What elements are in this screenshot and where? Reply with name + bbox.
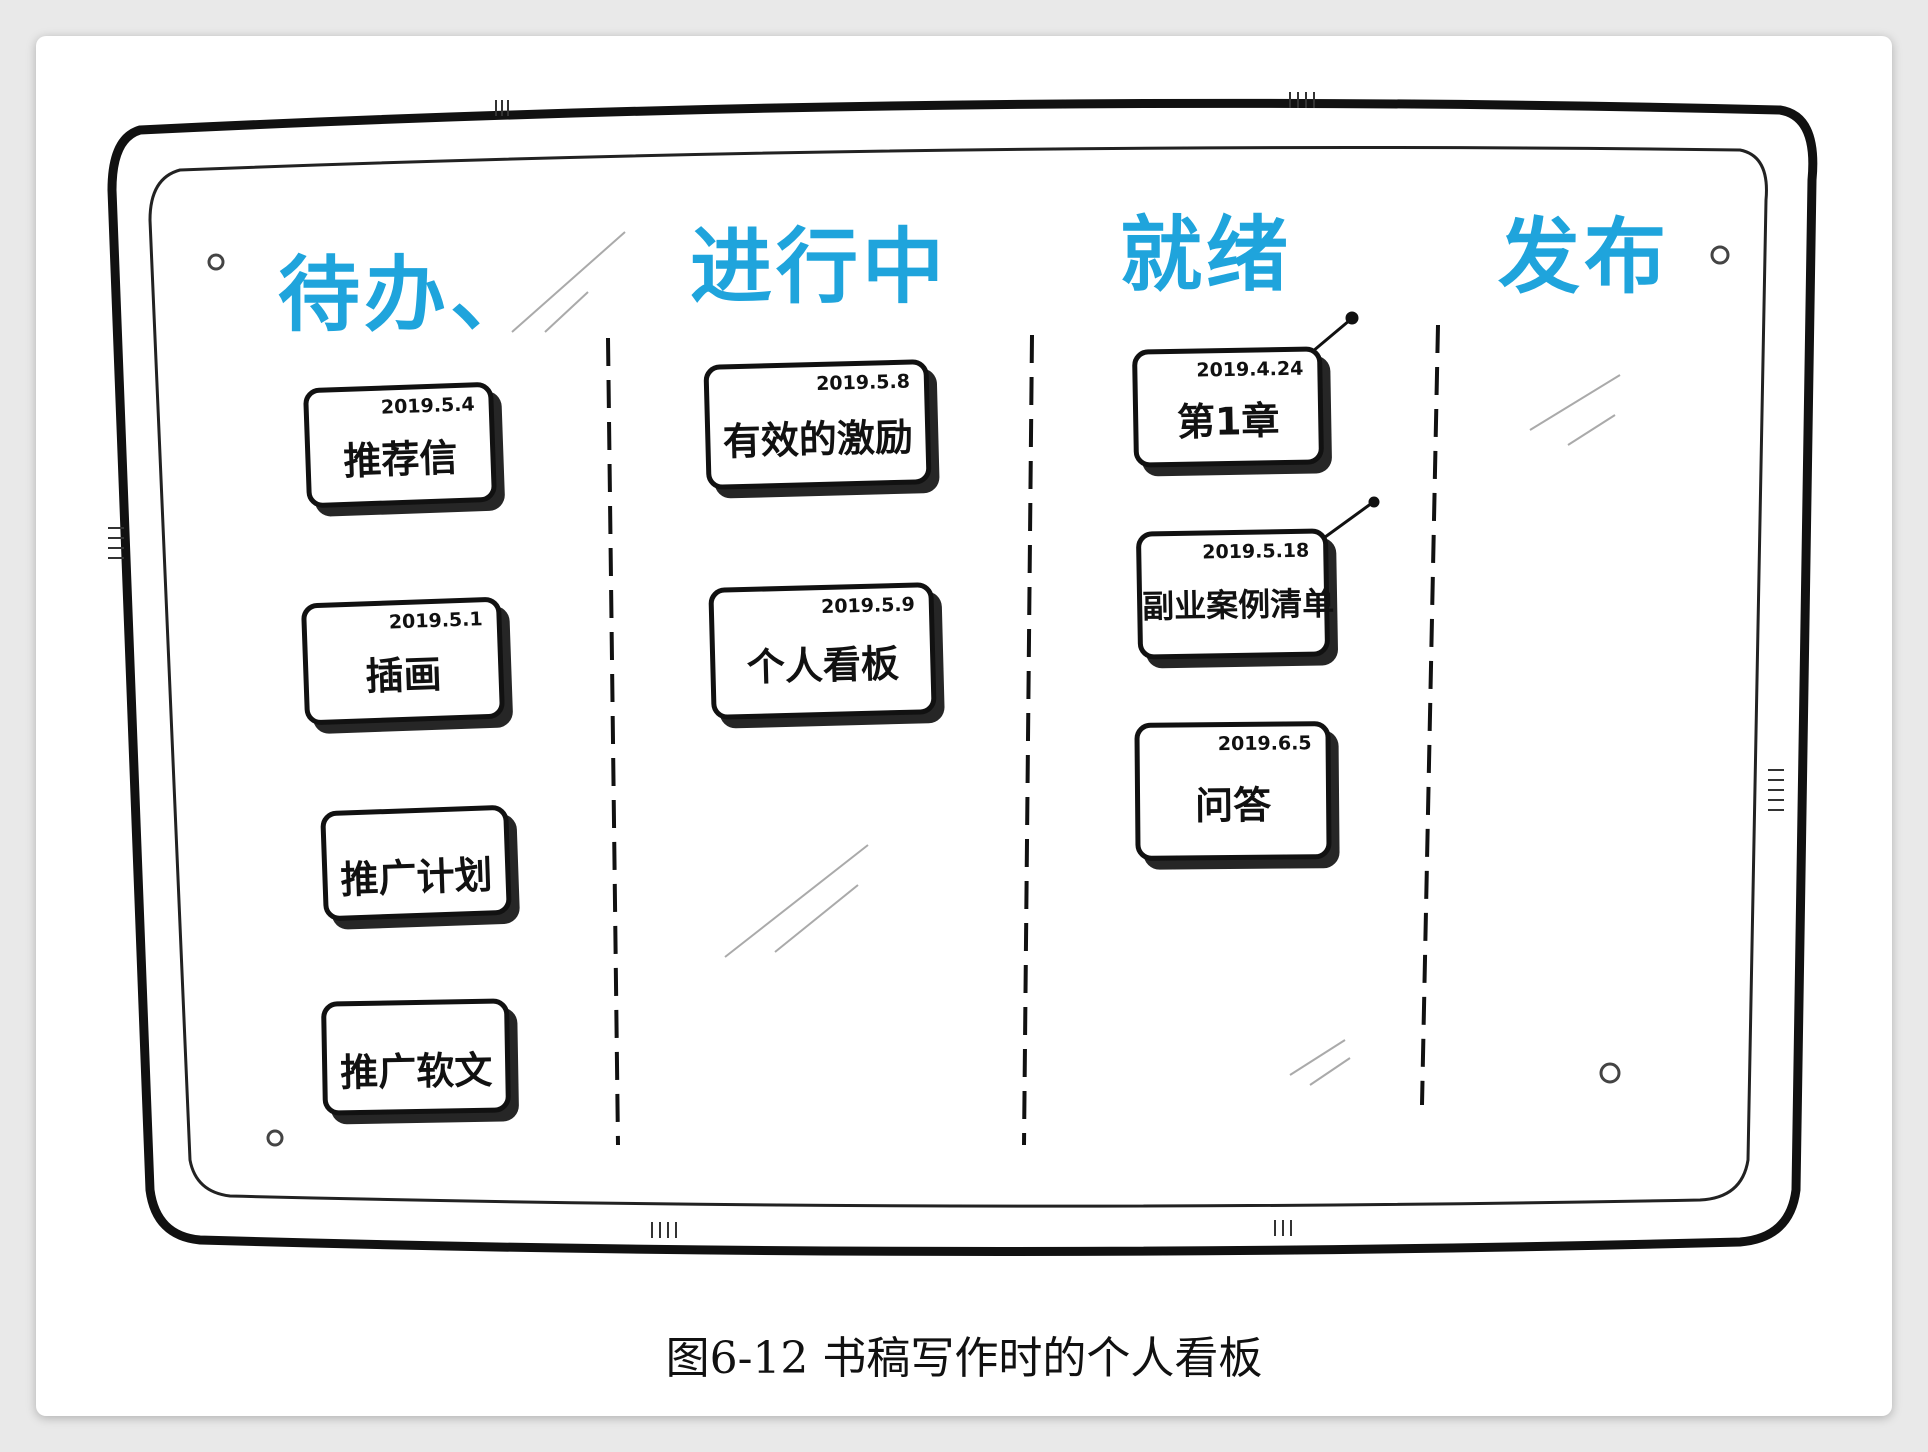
card-date: 2019.4.24 — [1196, 357, 1304, 382]
kanban-card[interactable]: 2019.5.18 副业案例清单 — [1135, 528, 1335, 660]
board-frame — [107, 98, 1818, 1257]
kanban-card[interactable]: 2019.4.24 第1章 — [1131, 346, 1325, 468]
column-divider — [1022, 334, 1034, 1146]
column-title-published: 发布 — [1498, 210, 1671, 305]
card-date: 2019.5.18 — [1202, 539, 1310, 564]
kanban-card[interactable]: 推广计划 — [320, 804, 512, 922]
screw — [207, 253, 225, 271]
card-title: 个人看板 — [746, 641, 900, 690]
column-title-ready: 就绪 — [1120, 208, 1293, 303]
frame-hatch — [108, 92, 1784, 1238]
screw — [1599, 1062, 1621, 1084]
card-title: 有效的激励 — [722, 414, 914, 464]
kanban-card[interactable]: 2019.5.1 插画 — [300, 596, 506, 726]
card-title: 插画 — [364, 652, 443, 699]
column-divider — [1420, 324, 1440, 1106]
kanban-card[interactable]: 2019.5.8 有效的激励 — [703, 359, 932, 490]
card-date: 2019.5.4 — [380, 393, 476, 419]
screw — [1710, 245, 1730, 265]
column-divider — [606, 337, 620, 1146]
card-title: 推广软文 — [339, 1048, 493, 1095]
card-title: 副业案例清单 — [1141, 584, 1335, 626]
kanban-card[interactable]: 推广软文 — [321, 998, 511, 1116]
kanban-card[interactable]: 2019.5.9 个人看板 — [708, 582, 937, 720]
card-date: 2019.6.5 — [1217, 732, 1312, 756]
kanban-card[interactable]: 2019.5.4 推荐信 — [302, 381, 498, 509]
glass-reflection — [511, 231, 1621, 1086]
column-title-todo: 待办、 — [278, 248, 537, 343]
card-title: 第1章 — [1176, 398, 1280, 445]
figure-caption: 图6-12 书稿写作时的个人看板 — [665, 1333, 1263, 1384]
card-date: 2019.5.8 — [815, 370, 911, 396]
card-title: 推广计划 — [339, 852, 494, 903]
kanban-card[interactable]: 2019.6.5 问答 — [1134, 721, 1332, 861]
card-title: 推荐信 — [342, 435, 459, 484]
screw — [266, 1129, 284, 1147]
card-date: 2019.5.9 — [820, 593, 916, 619]
card-date: 2019.5.1 — [388, 608, 483, 634]
column-title-in-progress: 进行中 — [690, 220, 949, 315]
card-title: 问答 — [1194, 783, 1272, 828]
board-inner-frame — [148, 146, 1768, 1208]
